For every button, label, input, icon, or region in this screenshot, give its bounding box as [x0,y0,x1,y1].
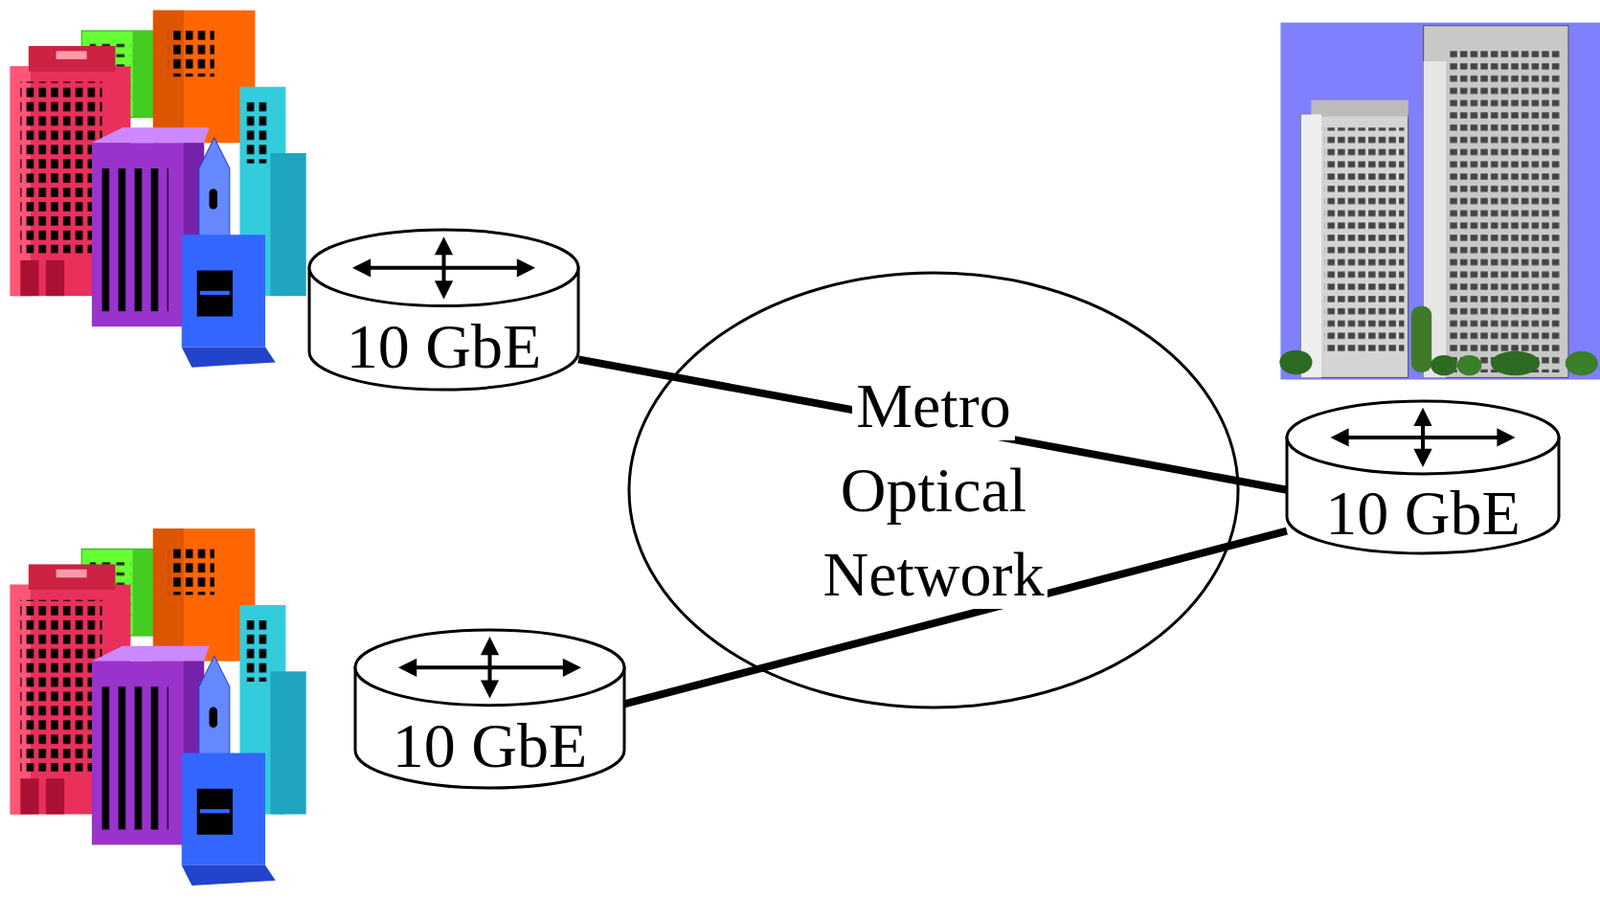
illustration-part [563,658,582,677]
cylinder-top [355,630,625,706]
illustration-part [1279,350,1312,376]
city-buildings [10,10,307,368]
illustration-part [1413,449,1432,468]
switch-cylinder: 10 GbE [306,226,582,393]
illustration-part [1324,127,1404,352]
illustration-part [1565,351,1599,377]
illustration-part [1411,306,1432,373]
illustration-part [10,528,307,886]
illustration-part [1280,22,1600,381]
illustration-part [1496,428,1515,447]
illustration-part [1301,113,1322,378]
network-ellipse [629,272,1239,708]
cylinder-top [309,229,579,307]
illustration-part [1310,100,1408,117]
switch-arrows [1329,407,1515,468]
illustration-part [434,236,453,255]
switch-arrows [398,636,582,699]
network-label: Metro Optical Network [819,370,1049,609]
cylinder-top [1286,401,1559,474]
illustration-part [10,10,307,368]
illustration-part [434,280,453,299]
illustration-part [1329,428,1349,447]
office-towers [1279,22,1600,381]
illustration-part [1448,45,1561,373]
illustration-part [398,658,417,677]
illustration-part [352,258,371,277]
illustration-part [1423,25,1569,379]
network-cloud: Metro Optical Network [627,270,1240,710]
illustration-part [1413,407,1432,427]
switch-label: 10 GbE [392,714,587,778]
city-buildings [10,528,307,886]
illustration-part [1457,355,1483,376]
illustration-part [480,679,499,699]
switch-cylinder: 10 GbE [352,627,628,791]
switch-label: 10 GbE [1325,481,1520,545]
switch-label: 10 GbE [346,315,541,379]
illustration-part [1430,355,1458,376]
illustration-part [480,636,499,655]
switch-arrows [352,236,536,299]
illustration-part [517,258,536,277]
text-wrap: Metro Optical Network [799,363,1068,617]
switch-cylinder: 10 GbE [1284,398,1562,557]
illustration-part [1301,113,1409,378]
illustration-part [1490,351,1540,377]
